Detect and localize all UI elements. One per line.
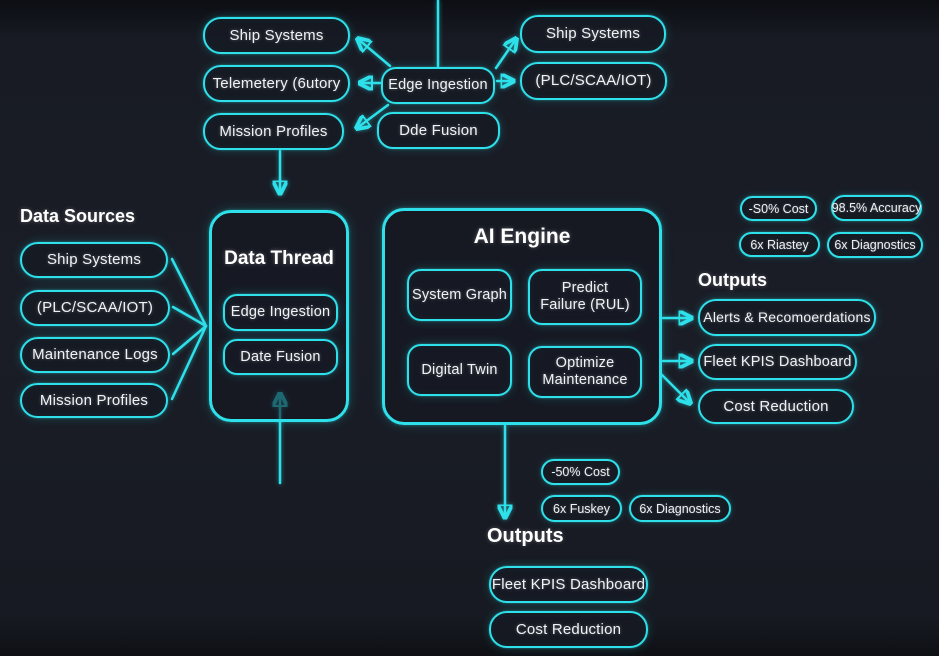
node-output-cost-reduction-bottom: Cost Reduction [489,611,648,648]
node-ship-systems-top-right: Ship Systems [520,15,666,53]
panel-ai-engine: AI Engine System Graph Predict Failure (… [382,208,662,425]
node-plc-scada-top-right: (PLC/SCAA/IOT) [520,62,667,100]
heading-outputs-right: Outputs [698,270,767,290]
heading-data-sources: Data Sources [20,206,136,226]
node-telemetry: Telemetery (6utory [203,65,350,102]
badge-cost-top: -S0% Cost [740,196,817,221]
node-edge-ingestion-top: Edge Ingestion [381,67,495,104]
node-data-fusion-top: Dde Fusion [377,112,500,149]
module-predict-failure: Predict Failure (RUL) [528,269,642,325]
node-thread-date-fusion: Date Fusion [223,339,338,375]
node-source-ship-systems: Ship Systems [20,242,168,278]
module-digital-twin: Digital Twin [407,344,512,396]
badge-fuskey-bottom: 6x Fuskey [541,495,622,522]
node-source-maintenance-logs: Maintenance Logs [20,337,170,373]
badge-riastey-top: 6x Riastey [739,232,820,257]
node-output-cost-reduction-right: Cost Reduction [698,389,854,424]
node-output-fleet-kpis-right: Fleet KPIS Dashboard [698,344,857,380]
node-thread-edge-ingestion: Edge Ingestion [223,294,338,331]
badge-cost-bottom: -50% Cost [541,459,620,485]
node-mission-profiles-top: Mission Profiles [203,113,344,150]
module-optimize-maintenance: Optimize Maintenance [528,346,642,398]
title-data-thread: Data Thread [224,248,334,269]
node-output-alerts: Alerts & Recomoerdations [698,299,876,336]
node-source-plc-scada: (PLC/SCAA/IOT) [20,290,170,326]
heading-outputs-bottom: Outputs [487,525,564,547]
node-source-mission-profiles: Mission Profiles [20,383,168,418]
title-ai-engine: AI Engine [473,225,571,248]
badge-diagnostics-top: 6x Diagnostics [827,232,923,258]
badge-accuracy-top: 98.5% Accuracy [831,195,922,221]
node-output-fleet-kpis-bottom: Fleet KPIS Dashboard [489,566,648,603]
node-ship-systems-top-left: Ship Systems [203,17,350,54]
module-system-graph: System Graph [407,269,512,321]
badge-diagnostics-bottom: 6x Diagnostics [629,495,731,522]
panel-data-thread: Data Thread Edge Ingestion Date Fusion [209,210,349,422]
